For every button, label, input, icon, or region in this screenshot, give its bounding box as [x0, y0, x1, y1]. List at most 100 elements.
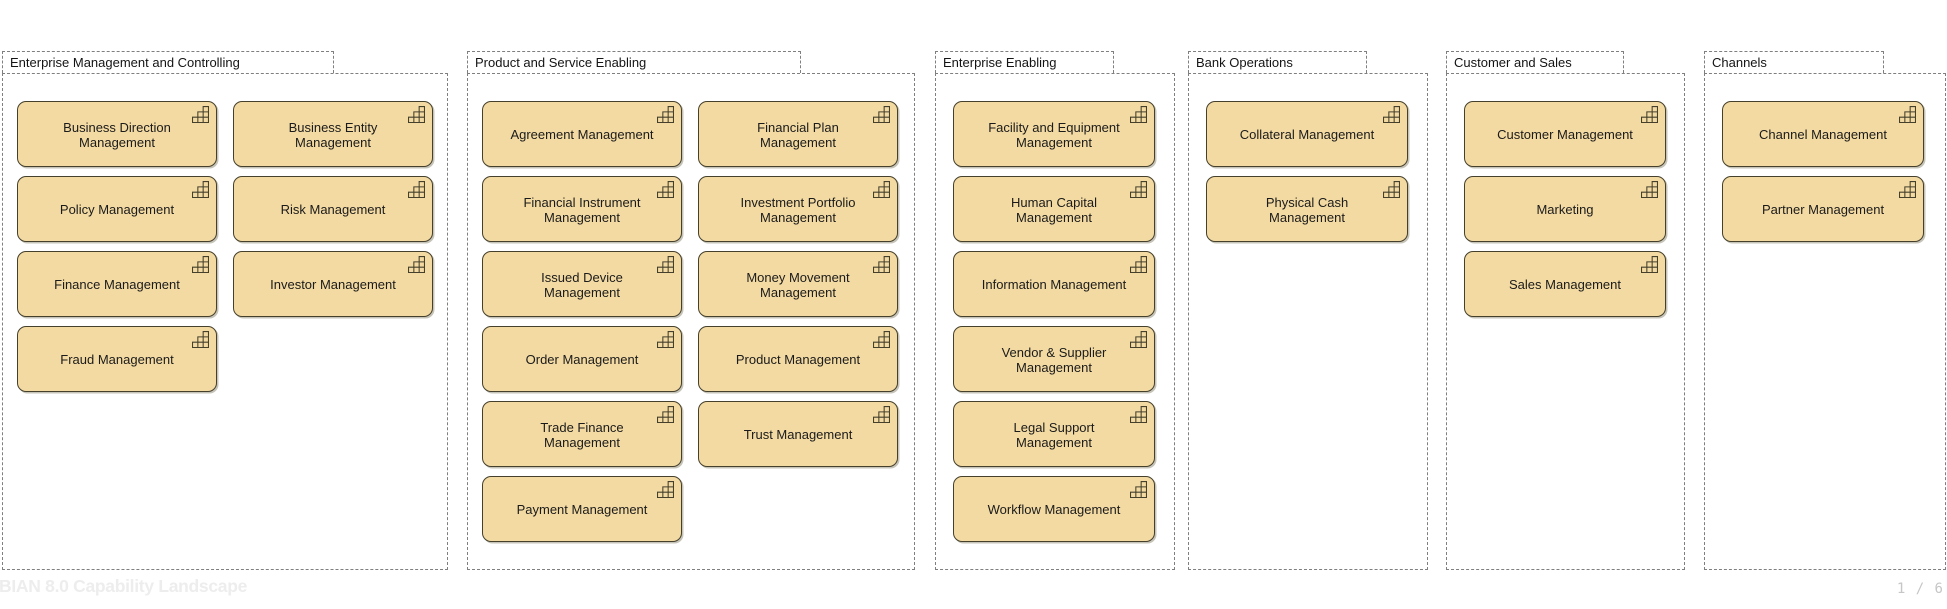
capability-label: Policy Management — [59, 202, 175, 218]
capability-label: Financial Plan Management — [757, 119, 839, 150]
group-bank-operations: Bank Operations Collateral Management Ph… — [1188, 51, 1428, 570]
capability-label: Human Capital Management — [1011, 194, 1097, 225]
capability-box-sales-management[interactable]: Sales Management — [1464, 251, 1666, 317]
capability-box-vendor-and-supplier-management[interactable]: Vendor & Supplier Management — [953, 326, 1155, 392]
capability-column: Agreement Management Financial Instrumen… — [482, 101, 682, 542]
capability-label: Physical Cash Management — [1265, 194, 1349, 225]
capability-icon — [1899, 181, 1916, 198]
capability-box-information-management[interactable]: Information Management — [953, 251, 1155, 317]
capability-box-trust-management[interactable]: Trust Management — [698, 401, 898, 467]
capability-box-physical-cash-management[interactable]: Physical Cash Management — [1206, 176, 1408, 242]
capability-label: Collateral Management — [1239, 127, 1375, 143]
capability-box-collateral-management[interactable]: Collateral Management — [1206, 101, 1408, 167]
capability-column: Facility and Equipment Management Human … — [953, 101, 1155, 542]
capability-label: Finance Management — [54, 277, 180, 293]
capability-label: Risk Management — [280, 202, 386, 218]
capability-icon — [1130, 256, 1147, 273]
capability-icon — [408, 106, 425, 123]
capability-column: Channel Management Partner Management — [1722, 101, 1924, 242]
capability-label: Channel Management — [1759, 127, 1887, 143]
capability-box-fraud-management[interactable]: Fraud Management — [17, 326, 217, 392]
capability-box-investor-management[interactable]: Investor Management — [233, 251, 433, 317]
capability-column: Business Direction Management Policy Man… — [17, 101, 217, 392]
capability-box-human-capital-management[interactable]: Human Capital Management — [953, 176, 1155, 242]
capability-box-issued-device-management[interactable]: Issued Device Management — [482, 251, 682, 317]
capability-column: Collateral Management Physical Cash Mana… — [1206, 101, 1408, 242]
capability-label: Agreement Management — [510, 127, 654, 143]
capability-box-policy-management[interactable]: Policy Management — [17, 176, 217, 242]
capability-icon — [408, 256, 425, 273]
group-tab: Product and Service Enabling — [467, 51, 801, 73]
capability-box-financial-plan-management[interactable]: Financial Plan Management — [698, 101, 898, 167]
capability-icon — [657, 481, 674, 498]
capability-icon — [657, 406, 674, 423]
capability-label: Product Management — [735, 352, 861, 368]
group-label: Product and Service Enabling — [475, 55, 647, 70]
watermark-title: BIAN 8.0 Capability Landscape — [0, 576, 248, 596]
capability-icon — [873, 256, 890, 273]
capability-label: Workflow Management — [987, 502, 1121, 518]
capability-icon — [1130, 481, 1147, 498]
capability-column: Business Entity Management Risk Manageme… — [233, 101, 433, 317]
capability-icon — [192, 181, 209, 198]
capability-box-financial-instrument-management[interactable]: Financial Instrument Management — [482, 176, 682, 242]
group-customer-and-sales: Customer and Sales Customer Management M… — [1446, 51, 1685, 570]
capability-icon — [1130, 106, 1147, 123]
group-product-and-service-enabling: Product and Service Enabling Agreement M… — [467, 51, 915, 570]
group-body: Agreement Management Financial Instrumen… — [467, 73, 915, 570]
capability-box-customer-management[interactable]: Customer Management — [1464, 101, 1666, 167]
group-body: Collateral Management Physical Cash Mana… — [1188, 73, 1428, 570]
capability-label: Fraud Management — [60, 352, 174, 368]
capability-label: Trade Finance Management — [540, 419, 624, 450]
capability-label: Legal Support Management — [1013, 419, 1095, 450]
page-indicator: 1 / 6 — [1896, 581, 1944, 597]
capability-label: Money Movement Management — [746, 269, 850, 300]
group-body: Customer Management Marketing Sales Mana… — [1446, 73, 1685, 570]
capability-icon — [1383, 106, 1400, 123]
capability-box-facility-and-equipment-management[interactable]: Facility and Equipment Management — [953, 101, 1155, 167]
capability-icon — [1641, 106, 1658, 123]
capability-box-order-management[interactable]: Order Management — [482, 326, 682, 392]
capability-box-channel-management[interactable]: Channel Management — [1722, 101, 1924, 167]
capability-icon — [1641, 181, 1658, 198]
capability-box-workflow-management[interactable]: Workflow Management — [953, 476, 1155, 542]
group-tab: Channels — [1704, 51, 1885, 73]
capability-box-business-direction-management[interactable]: Business Direction Management — [17, 101, 217, 167]
group-tab: Customer and Sales — [1446, 51, 1625, 73]
group-label: Enterprise Management and Controlling — [10, 55, 240, 70]
capability-box-risk-management[interactable]: Risk Management — [233, 176, 433, 242]
capability-box-investment-portfolio-management[interactable]: Investment Portfolio Management — [698, 176, 898, 242]
capability-label: Customer Management — [1497, 127, 1633, 143]
capability-icon — [873, 406, 890, 423]
capability-box-money-movement-management[interactable]: Money Movement Management — [698, 251, 898, 317]
capability-icon — [1130, 406, 1147, 423]
capability-icon — [1130, 331, 1147, 348]
capability-box-legal-support-management[interactable]: Legal Support Management — [953, 401, 1155, 467]
capability-label: Business Direction Management — [63, 119, 171, 150]
capability-icon — [657, 256, 674, 273]
group-tab: Bank Operations — [1188, 51, 1367, 73]
capability-box-trade-finance-management[interactable]: Trade Finance Management — [482, 401, 682, 467]
capability-label: Investor Management — [270, 277, 396, 293]
capability-label: Partner Management — [1761, 202, 1885, 218]
capability-column: Customer Management Marketing Sales Mana… — [1464, 101, 1666, 317]
capability-label: Payment Management — [516, 502, 648, 518]
group-tab: Enterprise Management and Controlling — [2, 51, 335, 73]
capability-box-partner-management[interactable]: Partner Management — [1722, 176, 1924, 242]
capability-box-product-management[interactable]: Product Management — [698, 326, 898, 392]
capability-label: Issued Device Management — [541, 269, 623, 300]
capability-box-business-entity-management[interactable]: Business Entity Management — [233, 101, 433, 167]
capability-box-marketing[interactable]: Marketing — [1464, 176, 1666, 242]
capability-icon — [408, 181, 425, 198]
capability-box-agreement-management[interactable]: Agreement Management — [482, 101, 682, 167]
capability-label: Sales Management — [1508, 277, 1621, 293]
capability-label: Trust Management — [743, 427, 853, 443]
capability-label: Information Management — [981, 277, 1127, 293]
capability-box-payment-management[interactable]: Payment Management — [482, 476, 682, 542]
capability-icon — [1383, 181, 1400, 198]
capability-label: Business Entity Management — [288, 119, 378, 150]
capability-box-finance-management[interactable]: Finance Management — [17, 251, 217, 317]
group-body: Facility and Equipment Management Human … — [935, 73, 1175, 570]
capability-icon — [1130, 181, 1147, 198]
